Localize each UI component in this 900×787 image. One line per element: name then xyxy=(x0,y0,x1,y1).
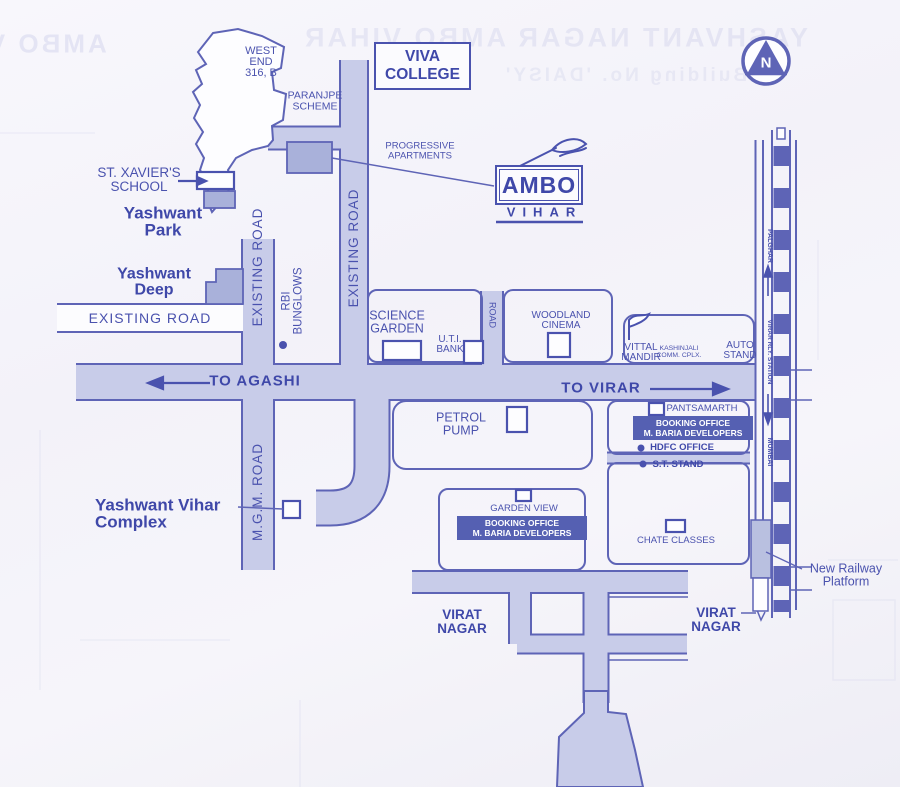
yashwant-vihar-complex-marker xyxy=(281,499,302,520)
new-railway-platform-label: New Railway Platform xyxy=(809,561,883,588)
compass-icon xyxy=(741,36,791,86)
virat-nagar-left-label: VIRAT NAGAR xyxy=(437,607,487,636)
existing-road-vertical-label-1: EXISTING ROAD xyxy=(250,207,266,327)
garden-view-label: GARDEN VIEW xyxy=(490,503,558,515)
compass-north-letter: N xyxy=(760,54,772,72)
yvc-leader xyxy=(237,506,284,510)
virat-nagar-right-label: VIRAT NAGAR xyxy=(691,605,741,634)
hdfc-office-dot xyxy=(637,444,645,452)
st-stand-label: S.T. STAND xyxy=(652,459,704,471)
bleed-through-lines: � xyxy=(0,132,898,787)
chate-classes-marker xyxy=(664,518,687,534)
progressive-apartments-label: PROGRESSIVE APARTMENTS xyxy=(385,140,455,161)
yashwant-park-building xyxy=(203,190,236,209)
existing-road-horizontal-label: EXISTING ROAD xyxy=(88,309,212,326)
ambo-logo-subtext: VIHAR xyxy=(506,204,583,220)
yashwant-deep-building xyxy=(205,268,244,305)
mgm-road-label: M.G.M. ROAD xyxy=(250,443,266,541)
booking-office-banner-2: BOOKING OFFICE M. BARIA DEVELOPERS xyxy=(457,516,587,541)
paranjpe-scheme-label: PARANJPE SCHEME xyxy=(287,89,343,112)
platform-leader-line xyxy=(765,551,803,570)
uti-bank-marker xyxy=(462,339,485,365)
woodland-cinema-marker xyxy=(546,331,572,359)
yashwant-deep-label: Yashwant Deep xyxy=(117,265,191,299)
petrol-pump-marker xyxy=(505,405,529,434)
pantsamarth-marker xyxy=(647,401,666,417)
pantsamarth-label: PANTSAMARTH xyxy=(666,403,738,415)
railway-direction-arrows xyxy=(762,263,774,427)
hdfc-office-label: HDFC OFFICE xyxy=(650,442,714,454)
landmark-markers xyxy=(195,170,687,534)
auto-stand-label: AUTO STAND xyxy=(723,339,757,361)
road-vertical-label: ROAD xyxy=(487,301,498,329)
railway-station-label: VIRAR RLY. STATION xyxy=(766,320,773,385)
rbi-bunglows-dot xyxy=(279,341,287,349)
booking-office-banner-1: BOOKING OFFICE M. BARIA DEVELOPERS xyxy=(633,416,753,441)
woodland-cinema-label: WOODLAND CINEMA xyxy=(531,309,591,331)
st-stand-dot xyxy=(639,460,647,468)
garden-view-marker xyxy=(514,488,533,503)
railway-south-label: MUMBAI xyxy=(766,438,773,467)
chate-classes-label: CHATE CLASSES xyxy=(637,535,715,547)
yashwant-park-label: Yashwant Park xyxy=(123,203,203,240)
petrol-pump-label: PETROL PUMP xyxy=(435,410,487,437)
buildings xyxy=(203,141,333,305)
railway-sleepers xyxy=(773,146,789,612)
st-xavier-school-label: ST. XAVIER'S SCHOOL xyxy=(97,165,181,194)
railway-north-label: PALGHAR xyxy=(766,229,773,263)
ambo-logo-text: AMBO xyxy=(501,171,577,198)
science-garden-label: SCIENCE GARDEN xyxy=(369,308,425,335)
temple-flag-icon xyxy=(628,312,651,340)
existing-road-vertical-label-2: EXISTING ROAD xyxy=(346,188,362,308)
rbi-bunglows-label: RBI BUNGLOWS xyxy=(280,267,304,335)
ambo-logo-box: AMBO xyxy=(495,165,583,205)
kashinjali-complex-label: KASHINJALI COMM. CPLX. xyxy=(656,345,702,359)
to-agashi-label: TO AGASHI xyxy=(209,372,301,390)
vittal-mandir-label: VITTAL MANDIR xyxy=(621,341,661,363)
progressive-apartments-building xyxy=(286,141,333,174)
yashwant-vihar-complex-label: Yashwant Vihar Complex xyxy=(95,495,221,532)
station-ticks xyxy=(741,369,812,622)
science-garden-marker xyxy=(381,339,423,362)
to-virar-label: TO VIRAR xyxy=(561,379,641,397)
dot-markers xyxy=(279,341,647,468)
ambo-logo-inner-border xyxy=(499,169,579,201)
uti-bank-label: U.T.I. BANK xyxy=(436,333,464,355)
west-end-label: WEST END 316, B xyxy=(245,45,277,80)
bottom-road-junction xyxy=(555,690,645,787)
leader-lines xyxy=(237,157,495,510)
railway-line: PALGHAR VIRAR RLY. STATION MUMBAI xyxy=(741,127,812,622)
progressive-to-logo-leader xyxy=(331,157,495,187)
road-arrows xyxy=(145,175,731,397)
new-railway-platform-shape xyxy=(750,519,772,579)
viva-college-box: VIVA COLLEGE xyxy=(374,42,471,90)
